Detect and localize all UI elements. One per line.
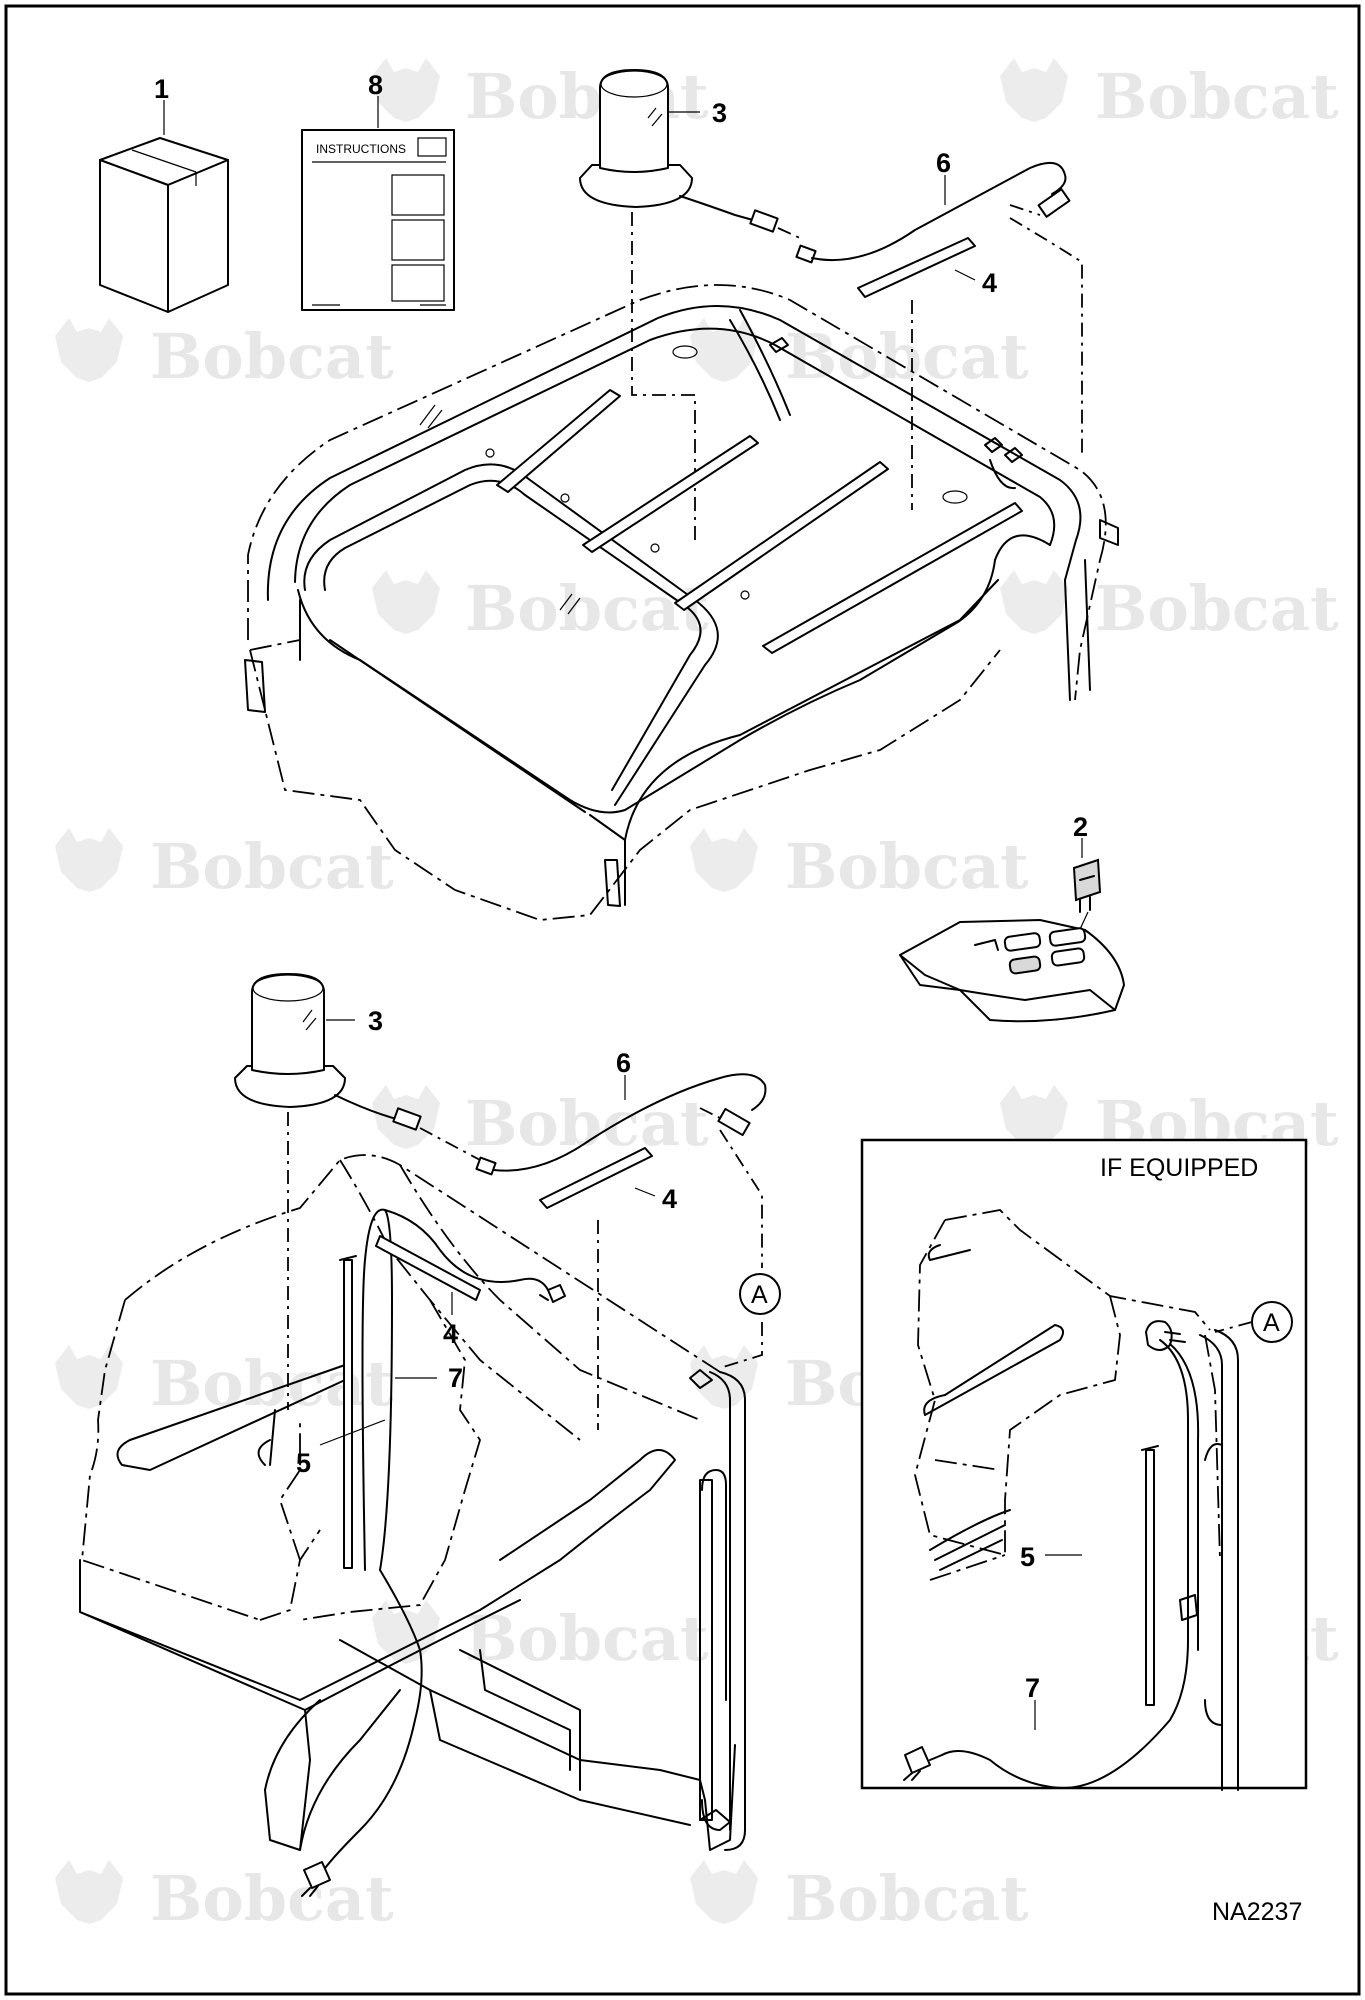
bobcat-head-logo-icon <box>372 570 440 634</box>
watermark-text: Bobcat <box>1095 60 1339 133</box>
watermark: Bobcat <box>690 828 1029 903</box>
figure-code: NA2237 <box>1212 1898 1302 1926</box>
watermark-text: Bobcat <box>150 1862 394 1935</box>
mounting-strip-top <box>857 237 976 298</box>
watermark-text: Bobcat <box>465 1087 709 1160</box>
vertical-strip-5 <box>339 1255 357 1569</box>
parts-box <box>99 137 229 313</box>
callout-4: 4 <box>662 1184 677 1214</box>
beacon-light-top <box>579 69 693 208</box>
bobcat-head-logo-icon <box>55 1345 123 1409</box>
watermark: Bobcat <box>372 1600 709 1675</box>
leader-line <box>954 269 976 281</box>
watermark-text: Bobcat <box>1095 572 1339 645</box>
mounting-strip-bottom <box>539 1147 653 1209</box>
rocker-switch <box>1072 858 1102 913</box>
bobcat-head-logo-icon <box>1000 570 1068 634</box>
watermark: Bobcat <box>372 1085 709 1160</box>
watermark-text: Bobcat <box>150 830 394 903</box>
watermark-text: Bobcat <box>785 1862 1029 1935</box>
cab-roof-bottom <box>79 1154 746 1851</box>
inset-cab-detail <box>903 1209 1239 1791</box>
bobcat-head-logo-icon <box>1000 58 1068 122</box>
assembly-guide-lines-bottom <box>287 1112 763 1430</box>
switch-panel <box>899 919 1125 1023</box>
watermark: Bobcat <box>1000 58 1339 133</box>
watermark: Bobcat <box>372 570 709 645</box>
watermark-text: Bobcat <box>465 60 709 133</box>
callout-a: A <box>751 1281 768 1309</box>
reference-circle-a <box>739 1273 781 1315</box>
leader-line <box>1214 1321 1253 1333</box>
harness-7 <box>301 1208 566 1897</box>
watermark: Bobcat <box>55 318 394 393</box>
bobcat-head-logo-icon <box>690 1860 758 1924</box>
wiring-harness-bottom <box>334 1073 767 1176</box>
bobcat-head-logo-icon <box>690 828 758 892</box>
watermark-layer: Bobcat Bobcat Bobcat Bobcat Bobcat Bobca… <box>55 58 1339 1935</box>
watermark: Bobcat <box>690 1860 1029 1935</box>
inset-title: IF EQUIPPED <box>1100 1154 1258 1182</box>
callout-2: 2 <box>1073 812 1088 842</box>
cab-roof-top <box>244 284 1119 921</box>
watermark-text: Bobcat <box>785 830 1029 903</box>
callout-7: 7 <box>448 1363 463 1393</box>
watermark: Bobcat <box>1000 570 1339 645</box>
callout-5: 5 <box>296 1448 311 1478</box>
watermark: Bobcat <box>55 1860 394 1935</box>
instruction-sheet: INSTRUCTIONS <box>301 129 455 311</box>
callout-8: 8 <box>368 70 383 100</box>
watermark-text: Bobcat <box>465 1602 709 1675</box>
watermark-text: Bobcat <box>150 320 394 393</box>
watermark: Bobcat <box>55 828 394 903</box>
callout-6: 6 <box>616 1048 631 1078</box>
bobcat-head-logo-icon <box>55 318 123 382</box>
callout-6: 6 <box>936 148 951 178</box>
leader-line <box>634 1187 656 1197</box>
beacon-light-bottom <box>234 973 346 1108</box>
leader-line <box>319 1419 386 1446</box>
callout-4: 4 <box>443 1319 458 1349</box>
watermark: Bobcat <box>55 1345 394 1420</box>
inset-frame <box>860 1138 1308 1790</box>
diagram-border <box>4 4 1361 1996</box>
callout-1: 1 <box>154 74 169 104</box>
watermark-text: Bobcat <box>785 320 1029 393</box>
callout-7-inset: 7 <box>1025 1673 1040 1703</box>
watermark-text: Bobcat <box>150 1347 394 1420</box>
callout-5-inset: 5 <box>1020 1542 1035 1572</box>
wiring-harness-top <box>679 161 1071 264</box>
instruction-sheet-heading: INSTRUCTIONS <box>316 142 406 156</box>
callout-3: 3 <box>368 1006 383 1036</box>
callout-a-inset: A <box>1263 1309 1280 1337</box>
mounting-strip-bottom-lower <box>375 1235 481 1301</box>
callout-3: 3 <box>712 98 727 128</box>
bobcat-head-logo-icon <box>55 828 123 892</box>
bobcat-head-logo-icon <box>55 1860 123 1924</box>
callout-4: 4 <box>982 268 997 298</box>
watermark-text: Bobcat <box>465 572 709 645</box>
bobcat-head-logo-icon <box>690 1345 758 1409</box>
watermark: Bobcat <box>690 318 1029 393</box>
